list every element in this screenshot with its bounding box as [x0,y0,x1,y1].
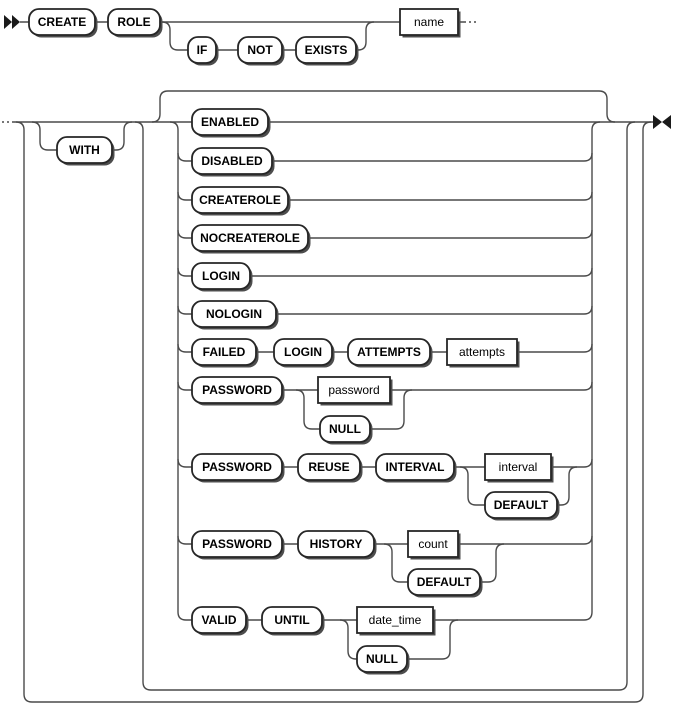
node-password1-label: PASSWORD [202,383,272,397]
right-rail-merge-nologin [583,305,593,315]
options-loop-line [134,121,636,691]
node-create: CREATE [28,8,98,38]
node-createrole-label: CREATEROLE [199,193,281,207]
node-failed-login-label: LOGIN [284,345,322,359]
node-failed-login: LOGIN [273,338,335,368]
left-rail-branch-nologin [177,305,187,315]
node-password2-label: PASSWORD [202,460,272,474]
left-rail-branch-reuse [177,458,187,468]
node-until: UNTIL [261,606,325,636]
node-datetime-var: date_time [356,606,436,636]
node-not-label: NOT [247,43,273,57]
node-password2: PASSWORD [191,453,285,483]
left-rail-branch-history [177,535,187,545]
node-attempts-kw: ATTEMPTS [347,338,433,368]
node-if: IF [187,36,219,66]
right-rail-merge-nocreaterole [583,229,593,239]
node-count-var: count [407,530,461,560]
node-valid-label: VALID [201,613,236,627]
right-rail-merge-login [583,267,593,277]
node-attempts-var-label: attempts [459,345,505,359]
left-rail-branch-failed [177,343,187,353]
node-enabled-label: ENABLED [201,115,259,129]
right-rail-merge-failed [583,343,593,353]
node-history: HISTORY [297,530,377,560]
node-password-null: NULL [319,415,373,445]
node-disabled: DISABLED [191,147,275,177]
node-until-label: UNTIL [274,613,309,627]
node-if-label: IF [197,43,208,57]
node-until-null: NULL [356,645,410,675]
node-password-var: password [317,376,393,406]
node-not: NOT [237,36,285,66]
node-history-default-label: DEFAULT [417,575,472,589]
options-right-rail [583,121,601,621]
right-rail-merge-createrole [583,191,593,201]
node-createrole: CREATEROLE [191,186,291,216]
node-history-default: DEFAULT [407,568,483,598]
node-with: WITH [56,136,115,166]
left-rail-branch-password [177,381,187,391]
node-password-var-label: password [328,383,379,397]
node-reuse-default-label: DEFAULT [494,498,549,512]
node-exists: EXISTS [295,36,359,66]
end-icon [653,115,671,129]
node-role-label: ROLE [117,15,150,29]
node-nocreaterole: NOCREATEROLE [191,224,311,254]
right-rail-merge-reuse [583,458,593,468]
node-password3-label: PASSWORD [202,537,272,551]
node-create-label: CREATE [38,15,86,29]
right-rail-merge-disabled [583,152,593,162]
node-until-null-label: NULL [366,652,398,666]
node-reuse-default: DEFAULT [484,491,560,521]
node-password1: PASSWORD [191,376,285,406]
right-rail-merge-password [583,381,593,391]
node-reuse-label: REUSE [308,460,349,474]
node-valid: VALID [191,606,249,636]
node-enabled: ENABLED [191,108,271,138]
options-skip-line [151,90,616,123]
left-rail-branch-nocreaterole [177,229,187,239]
left-rail-branch-disabled [177,152,187,162]
left-rail-branch-login [177,267,187,277]
outer-skip-line [15,121,652,703]
node-nocreaterole-label: NOCREATEROLE [200,231,300,245]
node-password3: PASSWORD [191,530,285,560]
left-rail-branch-createrole [177,191,187,201]
start-icon [4,15,20,29]
node-history-label: HISTORY [310,537,363,551]
node-interval-var-label: interval [499,460,538,474]
node-datetime-var-label: date_time [369,613,422,627]
node-attempts-var: attempts [446,338,520,368]
options-left-rail [169,121,187,621]
node-exists-label: EXISTS [305,43,348,57]
node-disabled-label: DISABLED [201,154,263,168]
node-attempts-kw-label: ATTEMPTS [357,345,421,359]
node-reuse: REUSE [297,453,363,483]
right-rail-merge-history [583,535,593,545]
node-password-null-label: NULL [329,422,361,436]
node-interval-kw: INTERVAL [375,453,457,483]
node-role: ROLE [107,8,163,38]
node-failed-label: FAILED [203,345,246,359]
node-nologin-label: NOLOGIN [206,307,262,321]
node-nologin: NOLOGIN [191,300,279,330]
node-interval-var: interval [484,453,554,483]
node-login-label: LOGIN [202,269,240,283]
node-login: LOGIN [191,262,253,292]
node-count-var-label: count [418,537,448,551]
node-name-var: name [399,8,461,38]
node-name-var-label: name [414,15,444,29]
node-failed: FAILED [191,338,259,368]
node-with-label: WITH [69,143,100,157]
node-interval-kw-label: INTERVAL [386,460,445,474]
